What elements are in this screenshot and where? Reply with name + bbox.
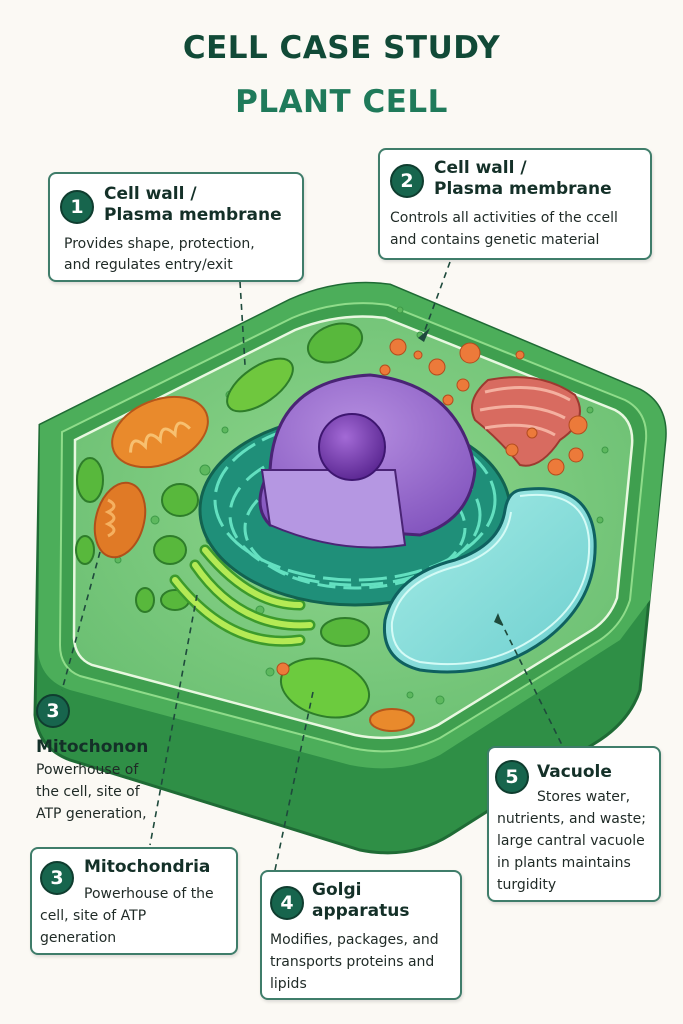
golgi-apparatus-green xyxy=(169,544,316,647)
golgi-apparatus xyxy=(471,376,581,467)
callout-vacuole: 5 Vacuole Stores water, nutrients, and w… xyxy=(487,746,661,902)
callout-golgi-apparatus: 4 Golgi apparatus Modifies, packages, an… xyxy=(260,870,462,1000)
callout-description: Modifies, packages, and xyxy=(270,932,439,948)
callout-description: generation xyxy=(40,930,117,946)
mitochondrion-left xyxy=(93,481,147,559)
callout-cell-wall-2: 2 Cell wall / Plasma membrane Controls a… xyxy=(378,148,652,260)
callout-heading: apparatus xyxy=(312,901,410,921)
vacuole xyxy=(382,487,597,674)
callout-heading: Mitochonon xyxy=(36,737,149,757)
vesicles xyxy=(276,338,588,676)
callout-description: nutrients, and waste; xyxy=(497,811,646,827)
arrowhead-2 xyxy=(418,328,430,342)
callout-description: and regulates entry/exit xyxy=(64,257,233,273)
leader-line-3a xyxy=(61,551,101,691)
callout-heading: Plasma membrane xyxy=(434,179,612,199)
callout-description: lipids xyxy=(270,976,307,992)
callout-mitochondria: 3 Mitochondria Powerhouse of the cell, s… xyxy=(30,847,238,955)
callout-heading: Mitochondria xyxy=(84,857,211,877)
callout-heading: Golgi xyxy=(312,880,362,900)
callout-description: in plants maintains xyxy=(497,855,631,871)
callout-description: Stores water, xyxy=(537,789,631,805)
callout-description: ATP generation, xyxy=(36,806,147,822)
callout-description: transports proteins and xyxy=(270,954,435,970)
leader-lines xyxy=(61,261,563,871)
nucleus xyxy=(258,373,477,549)
callout-description: turgidity xyxy=(497,877,557,893)
number-badge: 1 xyxy=(60,190,94,224)
leader-line-4 xyxy=(274,691,314,871)
callout-description: Powerhouse of the xyxy=(84,886,214,902)
leader-line-5 xyxy=(499,619,563,746)
callout-description: and contains genetic material xyxy=(390,232,600,248)
number-badge: 3 xyxy=(36,694,70,728)
callout-heading: Plasma membrane xyxy=(104,205,282,225)
mitochondrion-upper-left xyxy=(111,395,209,469)
number-badge: 2 xyxy=(390,164,424,198)
callout-description: large cantral vacuole xyxy=(497,833,645,849)
callout-cell-wall-1: 1 Cell wall / Plasma membrane Provides s… xyxy=(48,172,304,282)
callout-mitochonon: 3 Mitochonon Powerhouse of the cell, sit… xyxy=(34,694,214,834)
mitochondrion-bottom xyxy=(369,708,415,732)
chloroplasts xyxy=(75,322,371,719)
title-line-1: CELL CASE STUDY xyxy=(182,30,501,66)
callout-heading: Cell wall / xyxy=(434,158,527,178)
leader-line-2 xyxy=(424,261,451,331)
callout-description: Controls all activities of the ccell xyxy=(390,210,618,226)
number-badge: 5 xyxy=(495,760,529,794)
title-line-2: PLANT CELL xyxy=(235,84,448,120)
number-badge: 3 xyxy=(40,861,74,895)
callout-heading: Cell wall / xyxy=(104,184,197,204)
number-badge: 4 xyxy=(270,886,304,920)
nucleolus xyxy=(318,413,386,481)
leader-line-1 xyxy=(239,281,246,366)
callout-description: cell, site of ATP xyxy=(40,908,147,924)
callout-description: the cell, site of xyxy=(36,784,140,800)
callout-description: Provides shape, protection, xyxy=(64,236,255,252)
leader-line-3b xyxy=(149,594,198,846)
callout-heading: Vacuole xyxy=(537,762,612,782)
arrowhead-5 xyxy=(494,613,503,626)
callout-description: Powerhouse of xyxy=(36,762,139,778)
